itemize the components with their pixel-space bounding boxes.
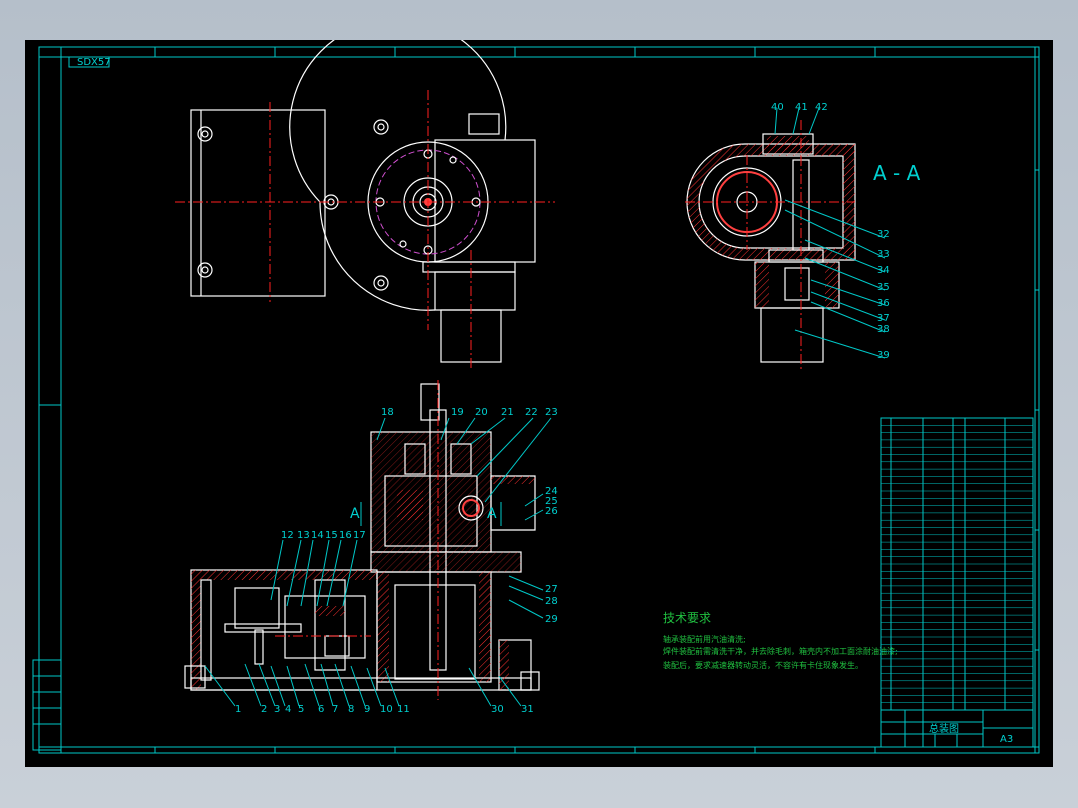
part-num-15: 15	[325, 530, 338, 541]
part-num-27: 27	[545, 584, 558, 595]
part-num-22: 22	[525, 407, 538, 418]
technical-requirements: 技术要求 轴承装配前用汽油清洗; 焊件装配前需清洗干净，并去除毛刺，箱壳内不加工…	[663, 611, 898, 670]
left-margin-block	[32, 659, 62, 751]
part-num-30: 30	[491, 704, 504, 715]
tech-title: 技术要求	[663, 611, 711, 625]
tech-line-2: 焊件装配前需清洗干净，并去除毛刺，箱壳内不加工面涂耐油油漆;	[663, 646, 898, 656]
part-num-12: 12	[281, 530, 294, 541]
part-num-11: 11	[397, 704, 410, 715]
part-num-25: 25	[545, 496, 558, 507]
tech-line-3: 装配后，要求减速器转动灵活，不容许有卡住现象发生。	[663, 660, 863, 670]
part-num-4: 4	[285, 704, 291, 715]
front-section-view: A A 18 19 20 21 22	[184, 380, 558, 715]
part-num-38: 38	[877, 324, 890, 335]
corner-tag: SDX57	[77, 57, 111, 68]
part-num-39: 39	[877, 350, 890, 361]
part-num-23: 23	[545, 407, 558, 418]
part-num-36: 36	[877, 298, 890, 309]
part-num-26: 26	[545, 506, 558, 517]
part-num-21: 21	[501, 407, 514, 418]
part-num-18: 18	[381, 407, 394, 418]
title-block-code: A3	[1000, 734, 1013, 745]
part-num-19: 19	[451, 407, 464, 418]
part-num-13: 13	[297, 530, 310, 541]
tech-line-1: 轴承装配前用汽油清洗;	[663, 634, 746, 644]
part-num-37: 37	[877, 313, 890, 324]
part-num-14: 14	[311, 530, 324, 541]
part-num-7: 7	[332, 704, 338, 715]
section-mark-left: A	[350, 506, 360, 522]
part-num-9: 9	[364, 704, 370, 715]
part-num-42: 42	[815, 102, 828, 113]
part-num-29: 29	[545, 614, 558, 625]
part-num-16: 16	[339, 530, 352, 541]
part-num-40: 40	[771, 102, 784, 113]
part-num-8: 8	[348, 704, 354, 715]
part-num-1: 1	[235, 704, 241, 715]
zone-ticks	[39, 47, 1039, 753]
outer-frame	[38, 46, 1040, 754]
part-num-17: 17	[353, 530, 366, 541]
parts-list-table	[880, 417, 1034, 711]
section-label: A - A	[873, 161, 921, 185]
section-a-a: A - A 32 33 34	[685, 102, 921, 370]
title-block-name: 总装图	[929, 722, 959, 735]
part-num-35: 35	[877, 282, 890, 293]
title-block	[880, 709, 1034, 748]
part-num-2: 2	[261, 704, 267, 715]
part-num-34: 34	[877, 265, 890, 276]
part-num-24: 24	[545, 486, 558, 497]
part-num-5: 5	[298, 704, 304, 715]
part-num-41: 41	[795, 102, 808, 113]
part-num-32: 32	[877, 229, 890, 240]
part-num-6: 6	[318, 704, 324, 715]
top-view	[175, 40, 555, 370]
part-num-28: 28	[545, 596, 558, 607]
section-mark-right: A	[487, 506, 497, 522]
part-num-3: 3	[274, 704, 280, 715]
cad-drawing-viewport[interactable]: SDX57 A - A	[25, 40, 1053, 767]
part-num-31: 31	[521, 704, 534, 715]
cad-drawing: SDX57 A - A	[32, 40, 1040, 754]
part-num-20: 20	[475, 407, 488, 418]
part-num-10: 10	[380, 704, 393, 715]
part-num-33: 33	[877, 249, 890, 260]
